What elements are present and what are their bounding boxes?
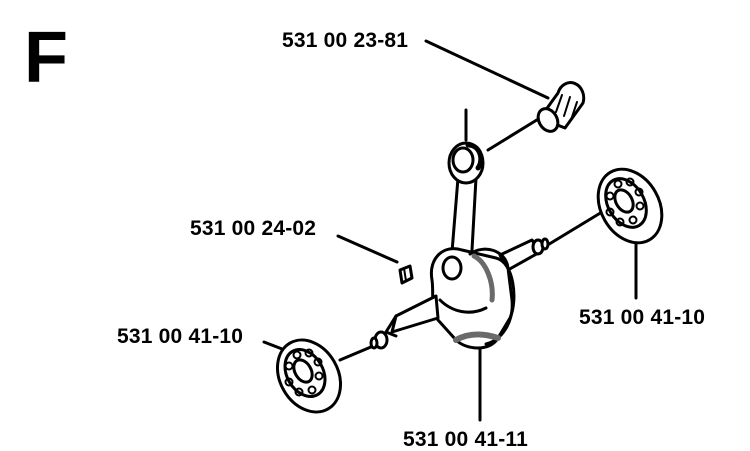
axis-needle-bearing [486,116,542,152]
woodruff-key-part [398,264,414,285]
needle-bearing-part [536,81,586,133]
part-label-needle-bearing: 531 00 23-81 [282,29,409,52]
crankshaft-part [369,237,550,350]
part-label-key: 531 00 24-02 [190,217,317,240]
right-bearing-part [596,167,664,245]
axis-right-bearing [544,210,604,248]
connecting-rod-part [447,141,485,254]
section-letter: F [24,18,68,98]
part-label-left-bearing: 531 00 41-10 [117,325,244,348]
leader-key [336,234,399,264]
left-bearing-part [276,338,342,414]
part-label-right-bearing: 531 00 41-10 [579,306,706,329]
part-label-crankshaft: 531 00 41-11 [403,428,529,451]
leader-needle-bearing [424,39,550,100]
